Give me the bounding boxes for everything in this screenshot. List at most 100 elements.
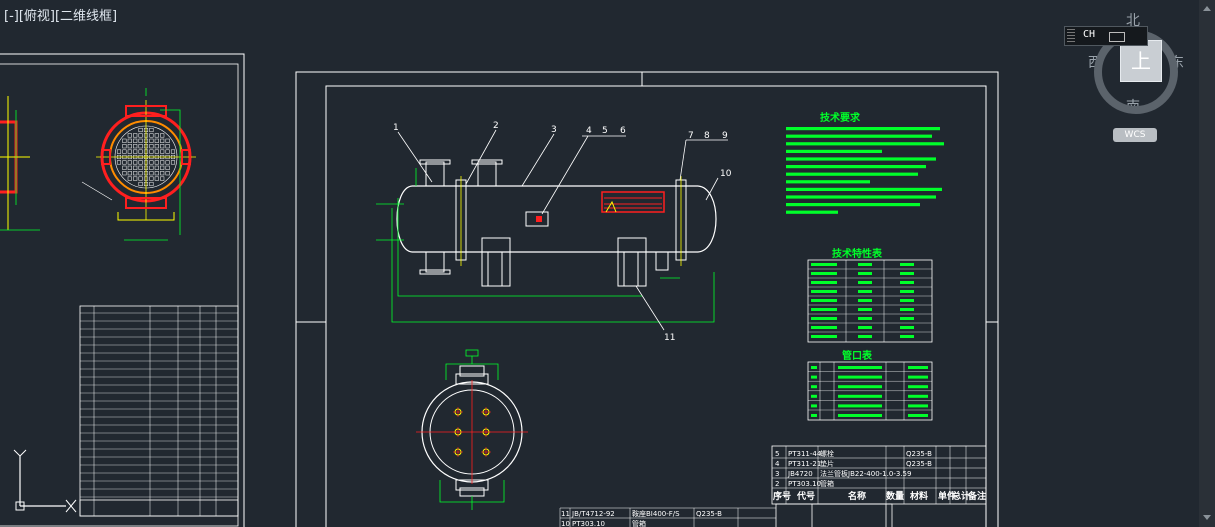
table-cell-text (838, 404, 882, 408)
tube-hole (149, 165, 154, 170)
tube-hole (154, 160, 159, 165)
bom-header-cell: 单件 (938, 490, 956, 502)
heat-exchanger-elevation: 1 2 3 4 5 6 7 8 9 10 11 (376, 121, 732, 343)
viewport-controls-label[interactable]: [-][俯视][二维线框] (4, 9, 118, 24)
tube-hole (138, 138, 143, 143)
tube-hole (165, 165, 170, 170)
tech-req-line (786, 195, 936, 199)
bom-row-code: PT311-21 (788, 460, 821, 468)
lower-row-cell: 10 (561, 520, 570, 527)
lower-row-cell: Q235-B (696, 510, 722, 518)
table-cell-text (811, 366, 817, 369)
table-cell-text (908, 385, 928, 389)
ucs-icon[interactable] (13, 449, 77, 513)
table-cell-text (858, 290, 872, 293)
table-cell-text (838, 394, 882, 398)
ime-language[interactable]: CH (1083, 29, 1096, 40)
table-cell-text (900, 272, 914, 275)
tube-hole (160, 176, 165, 181)
table-cell-text (908, 366, 928, 369)
tube-hole (160, 160, 165, 165)
tube-hole (160, 149, 165, 154)
table-cell-text (811, 272, 837, 275)
tube-hole (138, 133, 143, 138)
tube-hole (122, 138, 127, 143)
bom-header-cell: 代号 (796, 490, 815, 502)
table-cell-text (858, 326, 872, 329)
left-shell-side-view (0, 96, 40, 231)
table-cell-text (900, 281, 914, 284)
tech-req-line (786, 165, 926, 169)
table-cell-text (858, 263, 872, 266)
tube-hole (165, 144, 170, 149)
table-cell-text (858, 299, 872, 302)
bom-header-cell: 总计 (952, 490, 970, 502)
tube-hole (149, 127, 154, 133)
tube-hole (149, 181, 154, 187)
tube-hole (149, 160, 154, 165)
tube-hole (138, 144, 143, 149)
vertical-scrollbar[interactable] (1199, 0, 1215, 527)
tube-hole (154, 144, 159, 149)
tube-hole (154, 149, 159, 154)
bom-header-cell: 数量 (886, 490, 904, 502)
scroll-up-icon[interactable] (1203, 6, 1211, 11)
table-cell-text (811, 299, 837, 302)
tube-hole (122, 165, 127, 170)
table-cell-text (908, 414, 928, 417)
keyboard-icon[interactable] (1109, 32, 1125, 42)
tube-hole (160, 138, 165, 143)
scroll-down-icon[interactable] (1203, 515, 1211, 520)
bom-header-cell: 序号 (773, 490, 791, 502)
table-cell-text (908, 404, 928, 408)
main-sheet: 1 2 3 4 5 6 7 8 9 10 11 (295, 71, 999, 527)
tube-hole (127, 149, 132, 154)
callout-6: 6 (620, 126, 626, 136)
tube-hole (133, 165, 138, 170)
wcs-menu-button[interactable]: WCS (1113, 128, 1157, 142)
tube-hole (154, 171, 159, 176)
ime-language-bar[interactable]: CH (1064, 26, 1148, 46)
table-cell-text (858, 272, 872, 275)
table-cell-text (858, 308, 872, 311)
bom-row-material: Q235-B (906, 460, 932, 468)
tube-hole (133, 138, 138, 143)
tech-req-line (786, 157, 936, 161)
tube-hole (133, 133, 138, 138)
table-cell-text (811, 394, 817, 398)
lower-row-cell: 11 (561, 510, 570, 518)
table-cell-text (811, 335, 837, 338)
tube-hole (138, 160, 143, 165)
viewcube-north[interactable]: 北 (1126, 13, 1140, 29)
bom-row-name: 管箱 (820, 479, 834, 488)
tech-req-line (786, 142, 944, 146)
bom-row-number: 2 (775, 480, 779, 488)
tube-hole (133, 144, 138, 149)
tube-hole (127, 160, 132, 165)
table-cell-text (811, 385, 817, 389)
viewcube-top-face[interactable]: 上 (1120, 40, 1162, 82)
table-cell-text (811, 326, 837, 329)
drag-grip-icon[interactable] (1067, 29, 1075, 42)
left-tubesheet-view (81, 88, 196, 241)
lower-row-cell: 管箱 (632, 519, 646, 527)
table-cell-text (900, 290, 914, 293)
tube-hole (133, 149, 138, 154)
tube-hole (160, 171, 165, 176)
table-cell-text (900, 308, 914, 311)
tube-hole (170, 149, 176, 154)
tube-hole (149, 133, 154, 138)
tube-hole (154, 176, 159, 181)
tube-hole (127, 133, 132, 138)
tube-hole (170, 160, 176, 165)
tube-hole (149, 144, 154, 149)
table-cell-text (858, 281, 872, 284)
heat-exchanger-end-view (416, 349, 528, 510)
callout-1: 1 (393, 123, 399, 133)
bom-row-code: PT303.10 (788, 480, 821, 488)
tube-hole (127, 171, 132, 176)
table-cell-text (900, 317, 914, 320)
table-cell-text (838, 414, 882, 417)
